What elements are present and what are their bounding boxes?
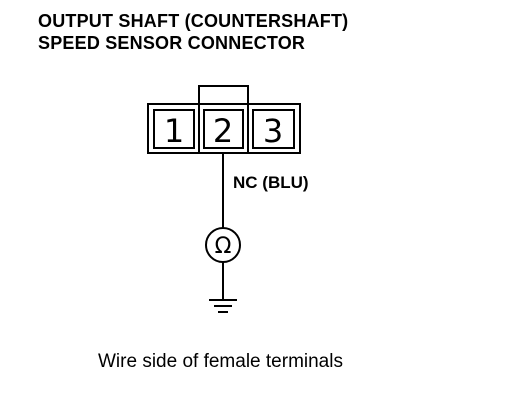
pin-label-2: 2	[213, 112, 233, 150]
diagram-title-line-1: OUTPUT SHAFT (COUNTERSHAFT)	[38, 11, 349, 31]
terminal-cavity-2	[203, 109, 244, 149]
diagram-title-line-2: SPEED SENSOR CONNECTOR	[38, 33, 306, 53]
terminal-cavities	[153, 109, 295, 149]
wire-color-label: NC (BLU)	[233, 173, 309, 192]
pin-label-3: 3	[263, 112, 283, 150]
connector-lock-tab	[198, 85, 249, 105]
terminal-cavity-3	[252, 109, 295, 149]
pin-label-1: 1	[164, 112, 184, 150]
diagram-caption: Wire side of female terminals	[98, 351, 343, 372]
ground-symbol-icon	[209, 299, 237, 313]
ohmmeter-icon: Ω	[205, 227, 241, 263]
terminal-cavity-1	[153, 109, 195, 149]
ohm-symbol: Ω	[215, 234, 232, 259]
